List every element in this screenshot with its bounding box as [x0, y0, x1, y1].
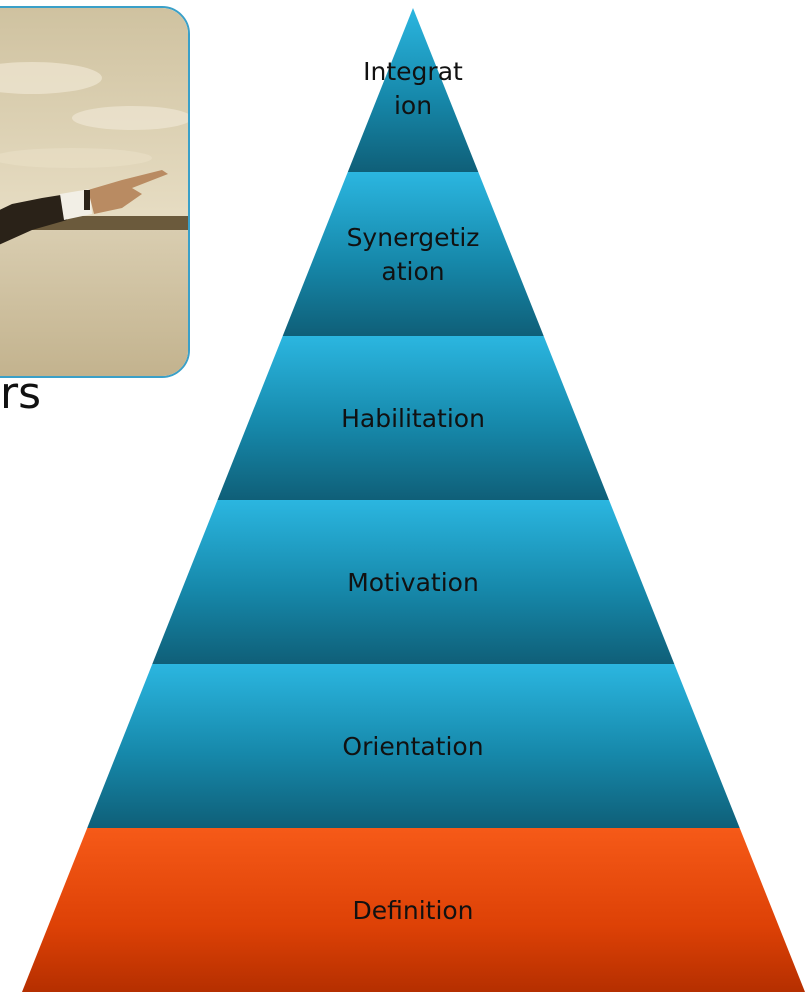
pyramid-level-5	[87, 664, 740, 828]
pyramid-level-3	[217, 336, 609, 500]
pyramid-level-6	[22, 828, 805, 992]
pyramid-level-1-label: Integrat ion	[363, 57, 463, 120]
pyramid-label-line: Orientation	[342, 732, 483, 761]
pyramid-level-4-label: Motivation	[347, 568, 479, 597]
pyramid-level-4	[152, 500, 675, 664]
pyramid-label-line: Habilitation	[341, 404, 485, 433]
pyramid-label-line: ion	[394, 91, 432, 120]
pyramid-label-line: Definition	[352, 896, 473, 925]
pyramid-label-line: ation	[381, 257, 444, 286]
pyramid-level-5-label: Orientation	[342, 732, 483, 761]
pyramid-level-3-label: Habilitation	[341, 404, 485, 433]
slide-title-fragment: rs	[0, 368, 42, 419]
businessman-photo	[0, 6, 190, 378]
photo-illustration	[0, 8, 188, 376]
pyramid-level-1	[347, 8, 479, 172]
pyramid-level-2	[282, 172, 544, 336]
pyramid-level-6-label: Definition	[352, 896, 473, 925]
pyramid-label-line: Integrat	[363, 57, 463, 86]
pyramid-label-line: Motivation	[347, 568, 479, 597]
pyramid-label-line: Synergetiz	[347, 223, 480, 252]
pyramid-level-2-label: Synergetiz ation	[347, 223, 480, 286]
